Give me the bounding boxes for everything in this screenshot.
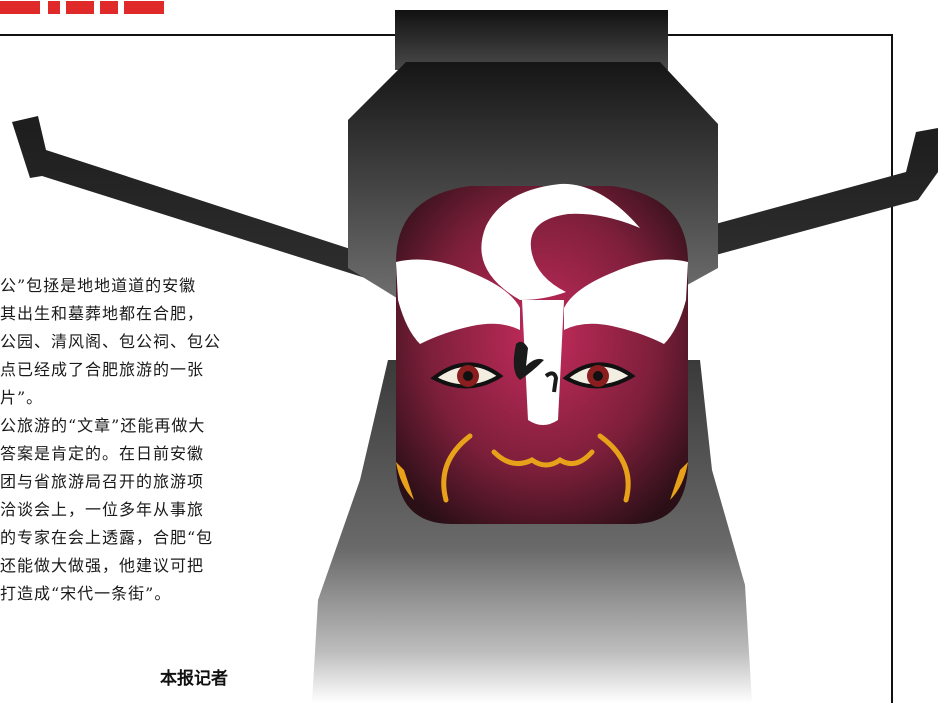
nose-mark-right: [544, 371, 559, 393]
hat-crown: [395, 10, 668, 70]
article-line: 公旅游的“文章”还能再做大: [0, 416, 206, 435]
nose-white-stripe: [522, 300, 564, 425]
article-line: 答案是肯定的。在日前安徽: [0, 444, 205, 463]
article-line: 团与省旅游局召开的旅游项: [0, 472, 205, 491]
article-line: 打造成“宋代一条街”。: [0, 584, 172, 603]
gold-jaw-left: [396, 462, 414, 500]
article-line: 点已经成了合肥旅游的一张: [0, 360, 205, 379]
frame-right-rule: [891, 34, 893, 703]
article-line: 还能做大做强，他建议可把: [0, 556, 205, 575]
byline: 本报记者: [160, 669, 228, 689]
brow-white-left: [396, 259, 520, 344]
article-line: 的专家在会上透露，合肥“包: [0, 528, 214, 547]
eye-right: [562, 362, 636, 389]
article-body: 公”包拯是地地道道的安徽 其出生和墓葬地都在合肥， 公园、清风阁、包公祠、包公 …: [0, 272, 262, 608]
gold-jaw-right: [670, 462, 688, 500]
hat-wing-right: [686, 128, 938, 262]
brow-white-right: [564, 259, 688, 344]
forehead-crescent-mark: [481, 183, 640, 300]
article-line: 公”包拯是地地道道的安徽: [0, 276, 197, 295]
article-line: 片”。: [0, 388, 44, 407]
gold-mustache: [491, 449, 595, 468]
article-line: 其出生和墓葬地都在合肥，: [0, 304, 205, 323]
hat-wing-left: [12, 116, 378, 282]
gold-cheek-line-left: [441, 433, 473, 503]
article-line: 洽谈会上，一位多年从事旅: [0, 500, 205, 519]
article-line: 公园、清风阁、包公祠、包公: [0, 332, 222, 351]
eye-left: [430, 362, 504, 389]
gold-cheek-line-right: [597, 433, 631, 503]
masthead-fragment: [0, 0, 170, 14]
nose-mark: [513, 341, 544, 380]
